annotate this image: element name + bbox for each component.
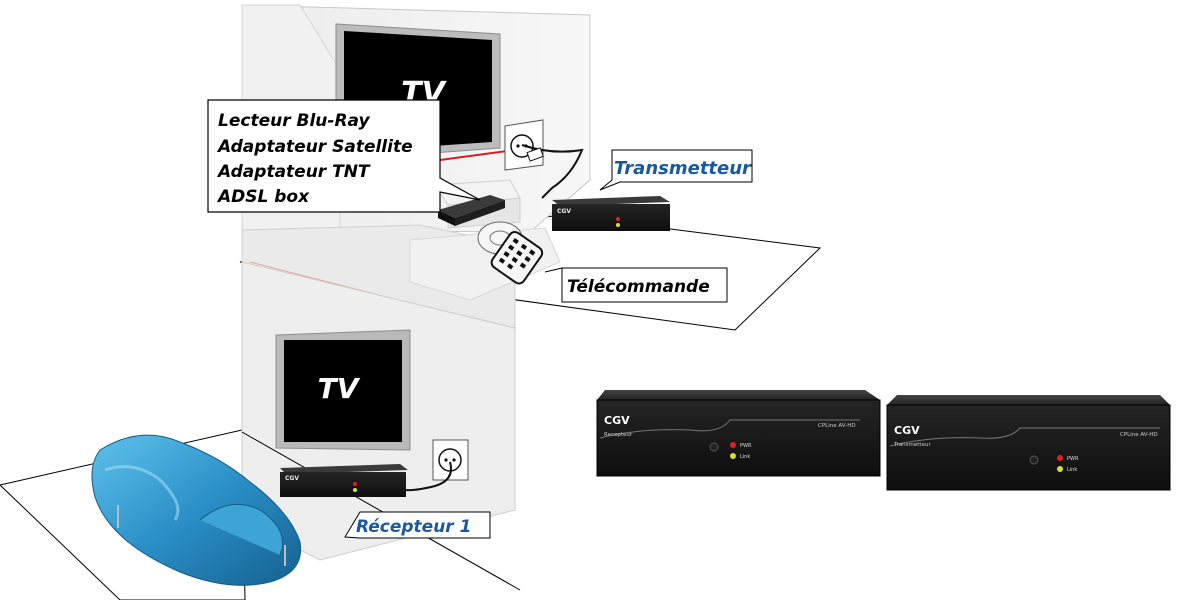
transmitter-model: CPLine AV-HD — [1120, 432, 1158, 438]
transmitter-pwr: PWR — [1067, 456, 1079, 462]
receiver-model: CPLine AV-HD — [818, 423, 856, 429]
sofa — [91, 434, 302, 586]
remote-callout: Télécommande — [544, 267, 728, 303]
tv-lower: TV — [275, 329, 411, 451]
upper-cable — [439, 149, 516, 161]
source-line-3: Adaptateur TNT — [216, 162, 371, 182]
receiver-name: Recepteur — [604, 432, 633, 438]
wall-outlet-lower — [404, 439, 469, 492]
source-line-2: Adaptateur Satellite — [216, 137, 413, 157]
transmitter-small-brand: CGV — [557, 208, 571, 215]
receiver-small-brand: CGV — [285, 475, 299, 482]
source-device — [438, 195, 505, 226]
receiver-label: Récepteur 1 — [356, 517, 471, 537]
receiver-device-small: CGV — [280, 464, 408, 497]
transmitter-label: Transmetteur — [614, 158, 752, 179]
transmitter-name: Transmetteur — [893, 442, 931, 448]
transmitter-callout: Transmetteur — [599, 149, 753, 191]
source-line-4: ADSL box — [216, 187, 310, 207]
receiver-product: CGV Recepteur CPLine AV-HD PWR Link — [596, 390, 881, 477]
transmitter-link: Link — [1067, 467, 1077, 473]
receiver-brand: CGV — [604, 414, 630, 427]
remote-control — [477, 221, 544, 285]
receiver-pwr: PWR — [740, 443, 752, 449]
receiver-link: Link — [740, 454, 750, 460]
receiver-callout: Récepteur 1 — [344, 511, 491, 539]
remote-label: Télécommande — [567, 277, 710, 297]
wall-outlet-upper — [504, 119, 584, 199]
lower-floor-line — [241, 431, 521, 591]
transmitter-brand: CGV — [894, 424, 920, 437]
transmitter-device-small: CGV — [552, 196, 670, 231]
source-line-1: Lecteur Blu-Ray — [218, 111, 370, 131]
transmitter-product: CGV Transmetteur CPLine AV-HD PWR Link — [886, 395, 1171, 491]
sources-callout: Lecteur Blu-Ray Adaptateur Satellite Ada… — [207, 99, 481, 213]
tv-lower-label: TV — [318, 372, 361, 405]
